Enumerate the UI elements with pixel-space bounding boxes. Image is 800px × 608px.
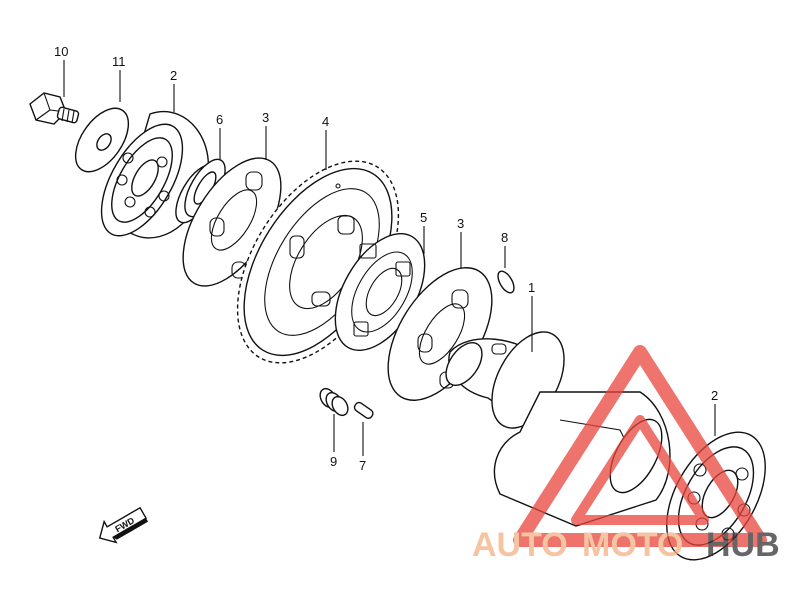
callout-2-upper: 2: [170, 68, 177, 83]
watermark-text-hub: HUB: [706, 526, 780, 564]
callout-3-lower: 3: [457, 216, 464, 231]
callout-3-upper: 3: [262, 110, 269, 125]
callout-10: 10: [54, 44, 68, 59]
callout-7: 7: [359, 458, 366, 473]
callout-11: 11: [112, 54, 126, 69]
washer-11: [74, 107, 130, 173]
watermark-triangle-icon: [513, 345, 767, 547]
fwd-arrow: FWD: [98, 506, 149, 544]
callout-9: 9: [330, 454, 337, 469]
watermark-text-auto: AUTO: [472, 526, 568, 564]
watermark: AUTO MOTO HUB: [472, 345, 780, 564]
callout-6: 6: [216, 112, 223, 127]
watermark-text-moto: MOTO: [582, 526, 683, 564]
callout-5: 5: [420, 210, 427, 225]
callout-1: 1: [528, 280, 535, 295]
callout-8: 8: [501, 230, 508, 245]
balancer-shaft-1: [445, 331, 671, 527]
leader-lines: [63, 60, 716, 456]
key-8: [497, 270, 515, 294]
callouts: 10 11 2 6 3 4 5 3 8 1 2 9 7: [54, 44, 718, 473]
collar-6: [175, 158, 226, 224]
pin-7: [353, 401, 374, 419]
spring-9: [319, 387, 349, 417]
callout-4: 4: [322, 114, 329, 129]
bolt-10: [29, 92, 80, 125]
callout-2-lower: 2: [711, 388, 718, 403]
